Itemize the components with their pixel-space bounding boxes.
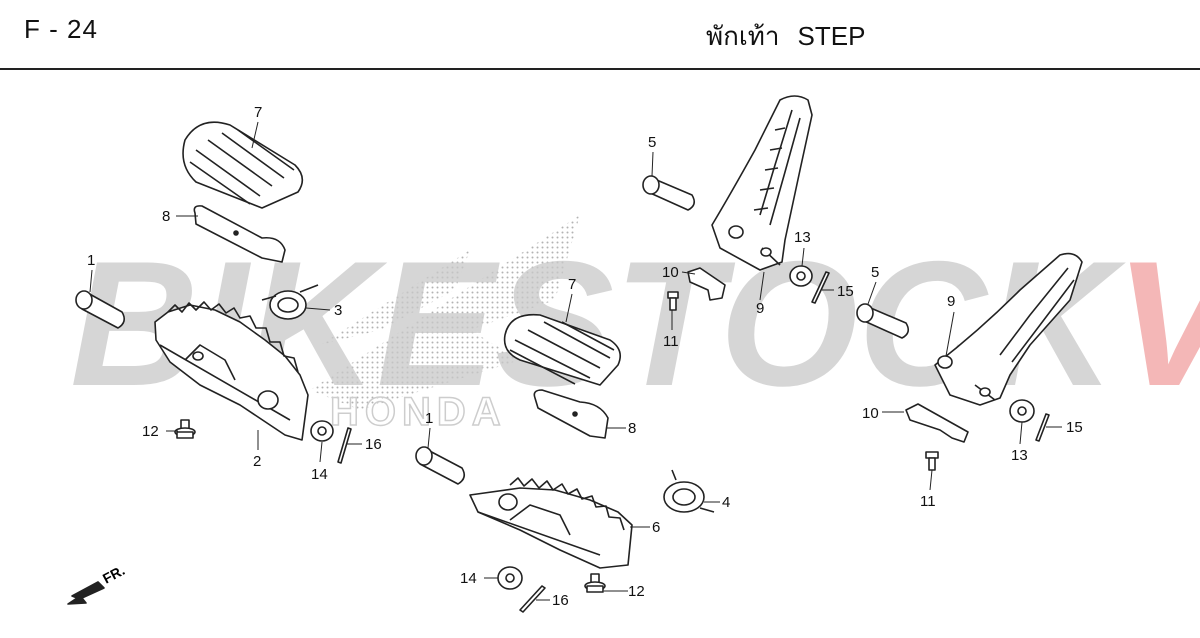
clip-bracket-lower: [905, 403, 969, 443]
callout-7-right: 7: [568, 276, 576, 293]
pillion-step-bracket-upper: [711, 95, 813, 271]
callout-14-right: 14: [460, 570, 477, 587]
front-direction-arrow: [67, 581, 105, 605]
callout-9-lower: 9: [947, 293, 955, 310]
honda-wing-emblem: HONDA: [310, 215, 580, 435]
callout-1-left: 1: [87, 252, 95, 269]
step-pin-right: [415, 446, 466, 485]
callout-7-left: 7: [254, 104, 262, 121]
washer-upper: [789, 265, 813, 287]
washer-left: [310, 420, 334, 442]
callout-13-lower: 13: [1011, 447, 1028, 464]
step-pin-left: [75, 290, 126, 329]
diagram-title: พักเท้า STEP: [706, 16, 883, 57]
callout-13-upper: 13: [794, 229, 811, 246]
front-direction-label: FR.: [100, 562, 127, 587]
callout-10-lower: 10: [862, 405, 879, 422]
callout-11-upper: 11: [663, 333, 679, 350]
washer-lower: [1009, 399, 1035, 423]
callout-2: 2: [253, 453, 261, 470]
callout-3: 3: [334, 302, 342, 319]
cotter-pin-lower: [1035, 413, 1050, 442]
diagram-code: F - 24: [24, 14, 98, 44]
rubber-step-right: [503, 313, 621, 386]
callout-15-lower: 15: [1066, 419, 1083, 436]
callout-11-lower: 11: [920, 493, 936, 510]
callout-12-right: 12: [628, 583, 645, 600]
cotter-pin-upper: [811, 271, 830, 304]
callout-8-right: 8: [628, 420, 636, 437]
cotter-pin-right: [519, 585, 546, 613]
pivot-pin-lower: [856, 303, 910, 339]
emblem-text: HONDA: [330, 390, 507, 434]
callout-6: 6: [652, 519, 660, 536]
bolt-left: [174, 419, 196, 439]
clip-bracket-upper: [687, 267, 726, 301]
callout-1-right: 1: [425, 410, 433, 427]
pillion-step-bracket-lower: [934, 252, 1083, 406]
cotter-pin-left: [337, 427, 352, 464]
washer-right: [497, 566, 523, 590]
screw-upper: [667, 291, 679, 311]
return-spring-left: [261, 284, 319, 320]
callout-5-upper: 5: [648, 134, 656, 151]
title-english: STEP: [797, 21, 866, 51]
callout-16-right: 16: [552, 592, 569, 609]
callout-8-left: 8: [162, 208, 170, 225]
leader-lines: [89, 121, 1062, 601]
callout-16-left: 16: [365, 436, 382, 453]
callout-12-left: 12: [142, 423, 159, 440]
step-plate-left: [193, 205, 286, 263]
callout-5-lower: 5: [871, 264, 879, 281]
footpeg-right: [469, 477, 633, 569]
step-plate-right: [533, 389, 609, 439]
rubber-step-left: [182, 121, 304, 209]
watermark-part2: VN: [1115, 224, 1200, 423]
return-spring-right: [663, 469, 715, 513]
header-divider: [0, 68, 1200, 70]
footpeg-left: [154, 301, 309, 441]
bolt-right: [584, 573, 606, 593]
title-thai: พักเท้า: [706, 21, 780, 51]
callout-4: 4: [722, 494, 730, 511]
callout-numbers: 1 7 8 3 2 12 14 16 1 7 8 4 6 14 16 12 5 …: [87, 104, 1083, 609]
callout-9-upper: 9: [756, 300, 764, 317]
callout-10-upper: 10: [662, 264, 679, 281]
pivot-pin-upper: [642, 175, 696, 211]
callout-15-upper: 15: [837, 283, 854, 300]
screw-lower: [925, 451, 939, 471]
callout-14-left: 14: [311, 466, 328, 483]
